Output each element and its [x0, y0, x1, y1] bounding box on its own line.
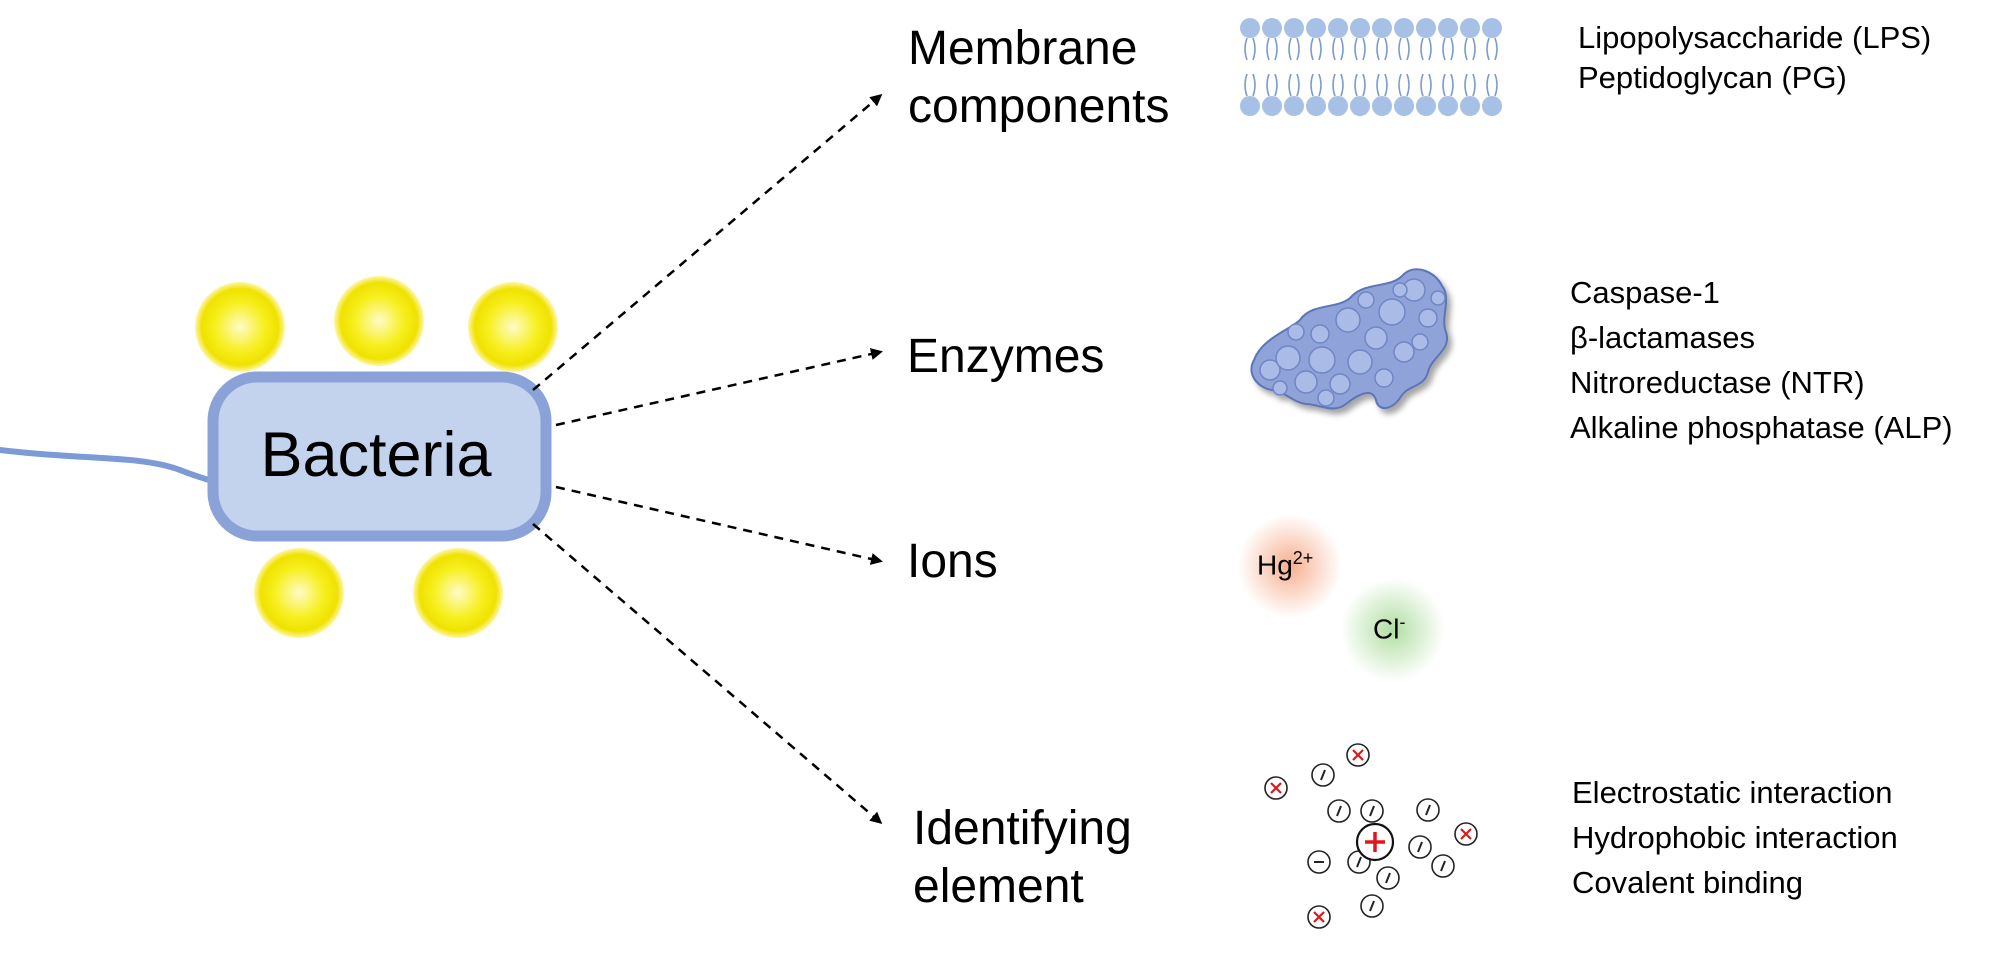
cl-ion-glow: [1341, 578, 1445, 682]
cl-ion-base: Cl: [1373, 613, 1400, 645]
category-identifying-line1: Identifying: [913, 802, 1132, 855]
hg-ion-charge: 2+: [1292, 548, 1314, 568]
cl-ion-charge: -: [1399, 612, 1406, 632]
sphere-icon: [195, 282, 285, 372]
bacteria-body: [207, 371, 552, 542]
category-enzymes: Enzymes: [907, 330, 1105, 383]
category-ions: Ions: [907, 535, 998, 588]
category-identifying: Identifying element: [913, 800, 1132, 916]
sphere-icon: [254, 548, 344, 638]
enzyme-icon: [1250, 268, 1449, 410]
arrows: [532, 94, 883, 824]
charge-cluster-icon: [1264, 743, 1478, 929]
enzymes-list: Caspase-1 β-lactamases Nitroreductase (N…: [1570, 270, 1953, 450]
category-membrane: Membrane components: [908, 20, 1170, 136]
bacteria-label: Bacteria: [260, 420, 492, 490]
sphere-icon: [413, 548, 503, 638]
list-item: Peptidoglycan (PG): [1578, 60, 1847, 95]
list-item: Hydrophobic interaction: [1572, 820, 1898, 855]
sphere-icon: [334, 276, 424, 366]
hg-ion-glow: [1238, 514, 1342, 618]
cl-ion-label: Cl-: [1373, 612, 1405, 645]
identifying-list: Electrostatic interaction Hydrophobic in…: [1572, 770, 1898, 905]
sphere-icon: [468, 282, 558, 372]
membrane-list: Lipopolysaccharide (LPS) Peptidoglycan (…: [1578, 18, 1931, 98]
hg-ion-label: Hg2+: [1257, 548, 1313, 581]
category-membrane-line1: Membrane: [908, 22, 1138, 75]
category-identifying-line2: element: [913, 860, 1084, 913]
arrow-ions: [555, 485, 883, 565]
nanoparticle-spheres: [195, 276, 558, 638]
list-item: Nitroreductase (NTR): [1570, 365, 1865, 400]
arrow-membrane: [532, 94, 883, 391]
list-item: Covalent binding: [1572, 865, 1803, 900]
membrane-bilayer-icon: [1240, 18, 1502, 116]
arrow-enzymes: [555, 348, 883, 427]
list-item: Caspase-1: [1570, 275, 1720, 310]
list-item: β-lactamases: [1570, 320, 1755, 355]
hg-ion-base: Hg: [1257, 549, 1293, 581]
arrow-identifying: [532, 523, 883, 824]
category-membrane-line2: components: [908, 80, 1170, 133]
list-item: Lipopolysaccharide (LPS): [1578, 20, 1932, 55]
list-item: Electrostatic interaction: [1572, 775, 1893, 810]
list-item: Alkaline phosphatase (ALP): [1570, 410, 1953, 445]
